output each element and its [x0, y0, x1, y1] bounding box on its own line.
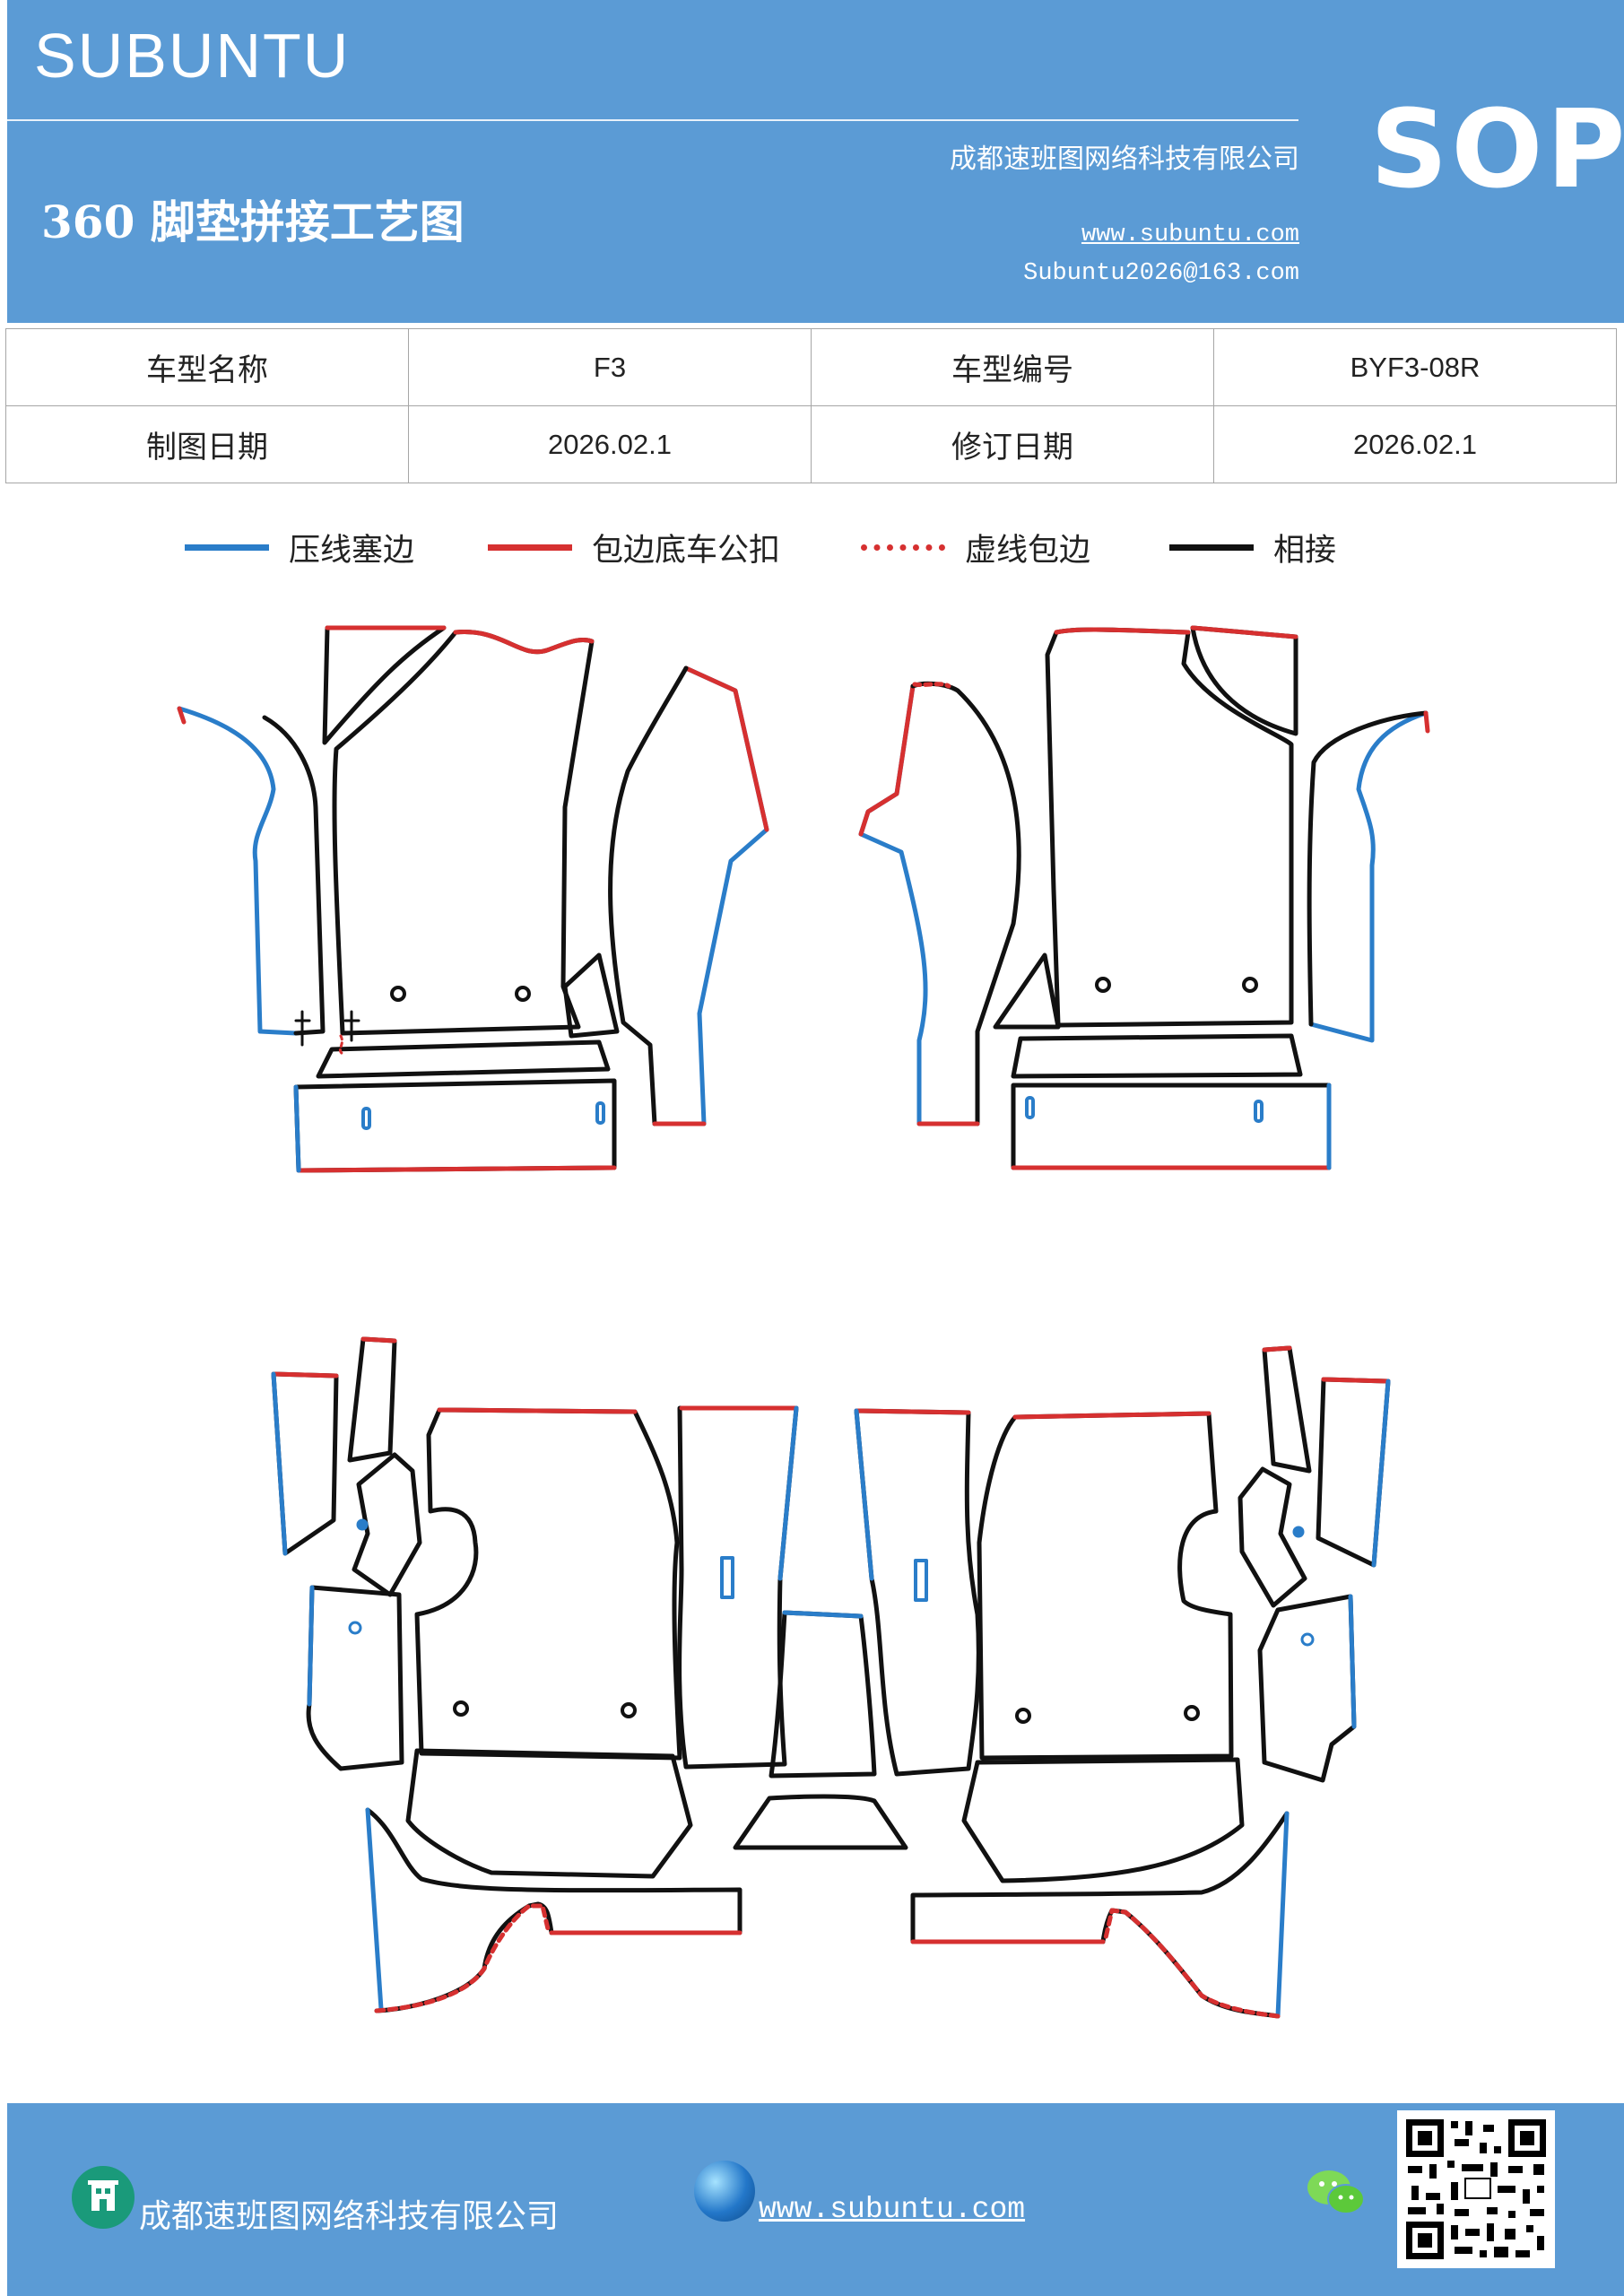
legend-item-dotted-edge: 虚线包边	[861, 525, 1090, 570]
model-name-value: F3	[408, 328, 812, 406]
header-company-name: 成都速班图网络科技有限公司	[950, 144, 1299, 175]
header-banner: SUBUNTU 360 脚垫拼接工艺图 成都速班图网络科技有限公司 www.su…	[7, 0, 1624, 323]
draw-date-value: 2026.02.1	[408, 405, 812, 483]
legend-label: 相接	[1273, 532, 1337, 569]
revise-date-label: 修订日期	[811, 405, 1214, 483]
legend-swatch-red	[488, 544, 572, 551]
rear-left-mat-group	[271, 1336, 799, 2013]
page-title: 360 脚垫拼接工艺图	[41, 196, 465, 248]
table-row: 车型名称 F3 车型编号 BYF3-08R	[5, 328, 1617, 406]
model-name-label: 车型名称	[5, 328, 409, 406]
wechat-icon[interactable]	[1305, 2166, 1368, 2223]
legend-swatch-black	[1169, 544, 1254, 551]
legend-swatch-blue	[185, 544, 269, 551]
rear-right-mat-group	[854, 1345, 1391, 2019]
building-icon	[72, 2166, 135, 2229]
footer-banner: 成都速班图网络科技有限公司 www.subuntu.com	[7, 2103, 1624, 2296]
header-divider	[7, 119, 1298, 121]
table-row: 制图日期 2026.02.1 修订日期 2026.02.1	[5, 405, 1617, 483]
draw-date-label: 制图日期	[5, 405, 409, 483]
header-email[interactable]: Subuntu2026@163.com	[1023, 260, 1299, 287]
legend-item-edge-clip: 包边底车公扣	[488, 525, 780, 570]
model-code-label: 车型编号	[811, 328, 1214, 406]
brand-logo-text: SUBUNTU	[34, 21, 351, 91]
qr-code[interactable]	[1397, 2110, 1555, 2268]
legend-label: 包边底车公扣	[592, 532, 781, 569]
legend-item-press-line: 压线塞边	[185, 525, 414, 570]
legend-label: 压线塞边	[289, 532, 415, 569]
sop-badge: SOP	[1370, 88, 1624, 213]
header-website-link[interactable]: www.subuntu.com	[1081, 222, 1299, 248]
legend-swatch-red-dotted	[861, 544, 945, 551]
vehicle-info-table: 车型名称 F3 车型编号 BYF3-08R 制图日期 2026.02.1 修订日…	[5, 328, 1617, 483]
center-tunnel-group	[733, 1610, 908, 1850]
revise-date-value: 2026.02.1	[1213, 405, 1617, 483]
legend-item-joined: 相接	[1169, 525, 1336, 570]
footer-website-link[interactable]: www.subuntu.com	[759, 2193, 1026, 2226]
globe-icon	[694, 2161, 755, 2222]
floor-mat-parts-diagram	[177, 625, 1430, 2019]
legend-label: 虚线包边	[965, 532, 1091, 569]
front-left-mat-group	[177, 625, 769, 1173]
footer-company-name: 成都速班图网络科技有限公司	[139, 2198, 560, 2235]
front-right-mat-group	[858, 625, 1430, 1170]
model-code-value: BYF3-08R	[1213, 328, 1617, 406]
